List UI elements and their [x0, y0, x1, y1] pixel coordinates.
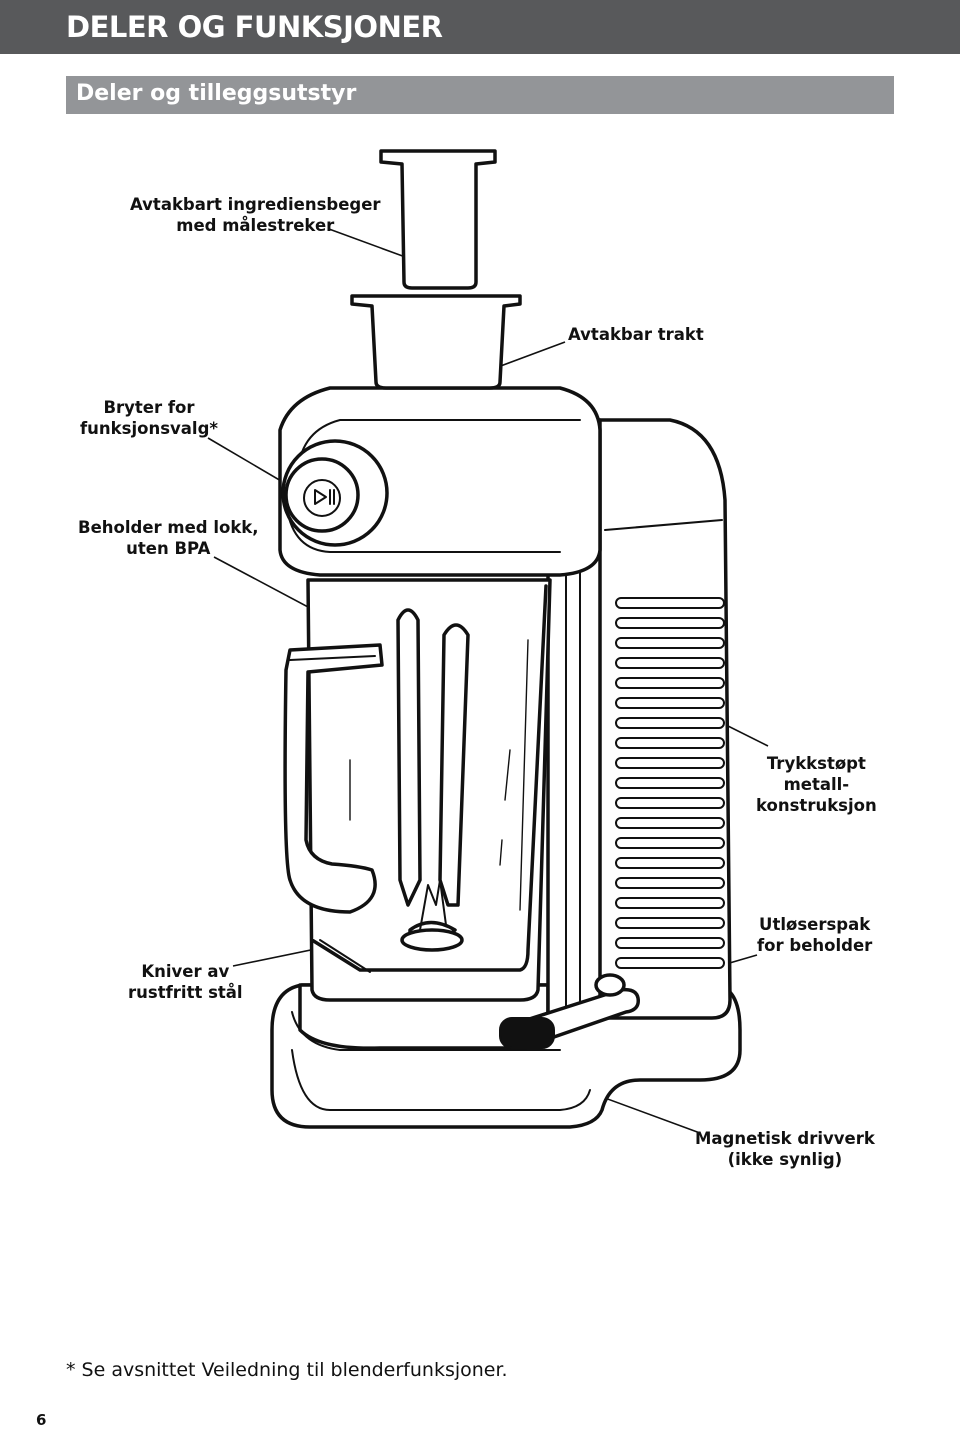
vent-slats	[615, 597, 725, 969]
release-lever	[499, 973, 640, 1049]
section-title: Deler og tilleggsutstyr	[76, 81, 357, 106]
callout-dial: Bryter for funksjonsvalg*	[80, 398, 219, 438]
callout-drive: Magnetisk drivverk (ikke synlig)	[695, 1129, 875, 1169]
page-title: DELER OG FUNKSJONER	[66, 10, 443, 44]
feed-chute	[350, 294, 522, 390]
callout-chute: Avtakbar trakt	[568, 325, 704, 344]
header-bar: DELER OG FUNKSJONER	[0, 0, 960, 54]
callout-housing: Trykkstøpt metall- konstruksjon	[756, 754, 877, 815]
footnote: * Se avsnittet Veiledning til blenderfun…	[66, 1359, 508, 1381]
food-pusher	[379, 149, 497, 290]
blender-jar	[283, 578, 552, 1002]
callout-release-lever: Utløserspak for beholder	[757, 915, 873, 955]
page-number: 6	[36, 1411, 47, 1429]
control-dial	[281, 439, 389, 547]
callout-jar: Beholder med lokk, uten BPA	[78, 518, 259, 558]
section-bar: Deler og tilleggsutstyr	[66, 76, 894, 114]
callout-blades: Kniver av rustfritt stål	[128, 962, 243, 1002]
callout-pusher: Avtakbart ingrediensbeger med målestreke…	[130, 195, 381, 235]
